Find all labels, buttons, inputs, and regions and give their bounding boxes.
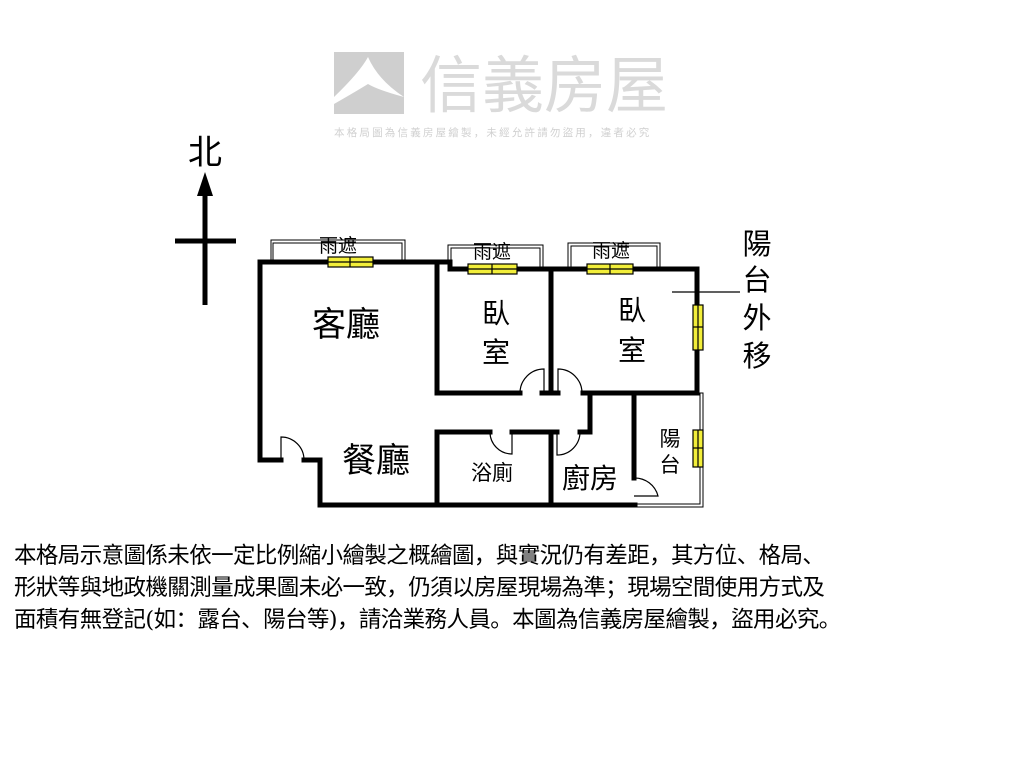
label-bedroom1-a: 臥	[482, 297, 510, 330]
walls	[257, 259, 700, 508]
label-kitchen: 廚房	[562, 462, 618, 495]
label-bedroom2-b: 室	[618, 334, 646, 367]
label-canopy-bedroom2: 雨遮	[592, 240, 630, 262]
disclaimer: 本格局示意圖係未依一定比例縮小繪製之概繪圖，與實況仍有差距，其方位、格局、 形狀…	[14, 540, 1019, 636]
annotation-char-3: 外	[742, 301, 771, 335]
north-arrow-icon	[175, 172, 236, 305]
annotation-char-4: 移	[742, 339, 771, 373]
label-balcony-a: 陽	[660, 427, 681, 451]
north-label: 北	[188, 133, 222, 173]
doors	[280, 368, 659, 497]
label-bathroom: 浴廁	[471, 461, 513, 485]
label-canopy-living: 雨遮	[319, 235, 357, 257]
label-living: 客廳	[312, 305, 380, 345]
label-bedroom1-b: 室	[482, 336, 510, 369]
canopy-outlines	[270, 239, 704, 508]
disclaimer-line: 本格局示意圖係未依一定比例縮小繪製之概繪圖，與實況仍有差距，其方位、格局、	[14, 543, 825, 569]
watermark: 信義房屋 本格局圖為信義房屋繪製，未經允許請勿盜用，違者必究	[334, 49, 668, 139]
label-bedroom2-a: 臥	[618, 294, 646, 327]
annotation-char-2: 台	[742, 263, 771, 297]
annotation-char-1: 陽	[742, 227, 771, 261]
disclaimer-line: 形狀等與地政機關測量成果圖未必一致，仍須以房屋現場為準；現場空間使用方式及	[14, 575, 825, 601]
label-canopy-bedroom1: 雨遮	[473, 241, 511, 263]
watermark-notice: 本格局圖為信義房屋繪製，未經允許請勿盜用，違者必究	[334, 126, 652, 139]
label-balcony-b: 台	[660, 453, 681, 477]
watermark-brand: 信義房屋	[420, 49, 668, 122]
label-dining: 餐廳	[342, 441, 410, 481]
disclaimer-line: 面積有無登記(如：露台、陽台等)，請洽業務人員。本圖為信義房屋繪製，盜用必究。	[14, 607, 841, 633]
windows	[327, 256, 704, 468]
